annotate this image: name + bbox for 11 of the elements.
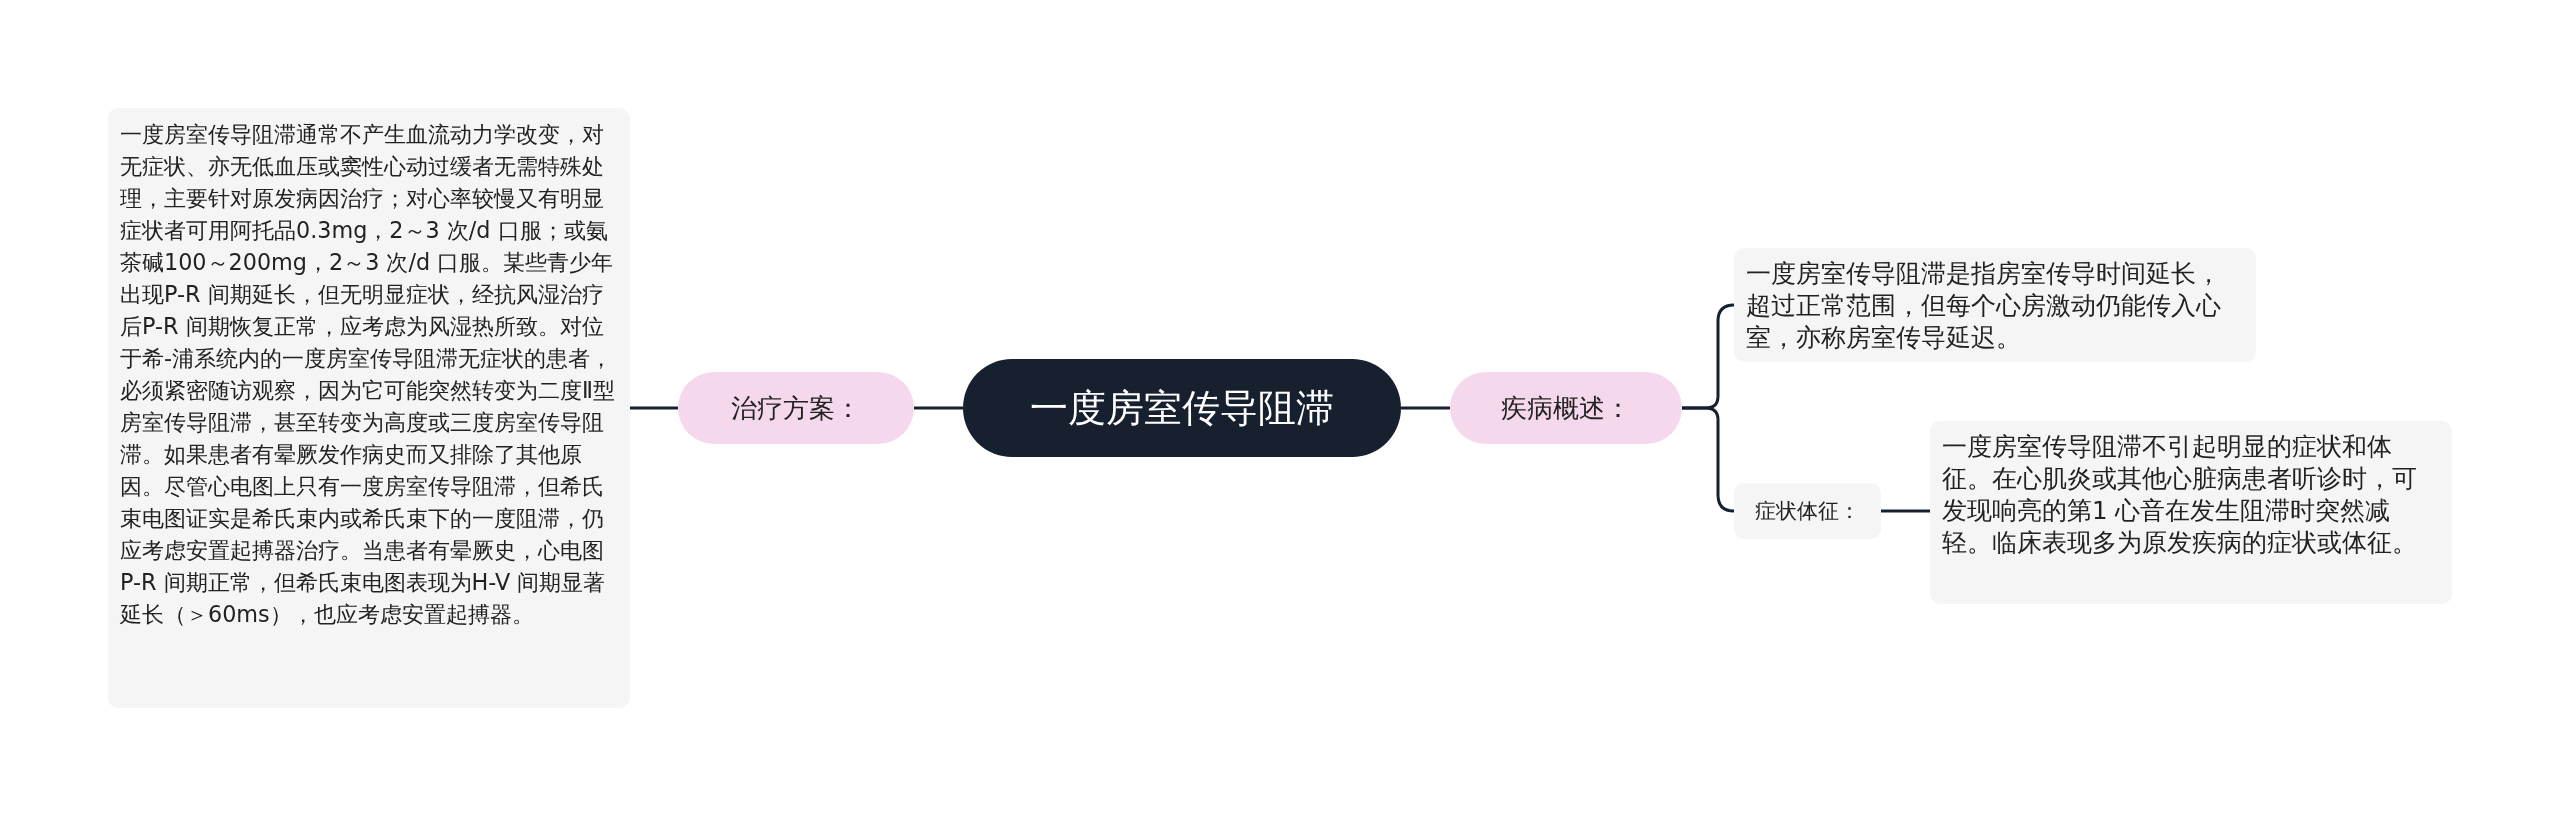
central-topic: 一度房室传导阻滞 [963,359,1401,457]
connector-line [630,406,678,410]
text-card: 一度房室传导阻滞不引起明显的症状和体征。在心肌炎或其他心脏病患者听诊时，可发现响亮的第1 心音在发生阻滞时突然减轻。临床表现多为原发疾病的症状或体征。 [1930,421,2452,604]
branch-topic: 治疗方案： [678,372,914,444]
connector-line [1401,406,1450,410]
connector-line [1881,509,1930,513]
subtopic-label: 症状体征： [1734,483,1881,539]
branch-topic: 疾病概述： [1450,372,1682,444]
text-card: 一度房室传导阻滞通常不产生血流动力学改变，对无症状、亦无低血压或窦性心动过缓者无需特殊处理，主要针对原发病因治疗；对心率较慢又有明显症状者可用阿托品0.3mg，2～3 次/d 口服；或氨茶碱100～200mg，2～3 次/d 口服。某些青少年出现P-R 间期延长，但无明显症状，经抗风湿治疗后P-R 间期恢复正常，应考虑为风湿热所致。对位于希-浦系统内的一度房室传导阻滞无症状的患者，必须紧密随访观察，因为它可能突然转变为二度Ⅱ型房室传导阻滞，甚至转变为高度或三度房室传导阻滞。如果患者有晕厥发作病史而又排除了其他原因。尽管心电图上只有一度房室传导阻滞，但希氏束电图证实是希氏束内或希氏束下的一度阻滞，仍应考虑安置起搏器治疗。当患者有晕厥史，心电图P-R 间期正常，但希氏束电图表现为H-V 间期显著延长（＞60ms），也应考虑安置起搏器。 [108,108,630,708]
connector-line [914,406,963,410]
text-card: 一度房室传导阻滞是指房室传导时间延长，超过正常范围，但每个心房激动仍能传入心室，亦称房室传导延迟。 [1734,248,2256,362]
